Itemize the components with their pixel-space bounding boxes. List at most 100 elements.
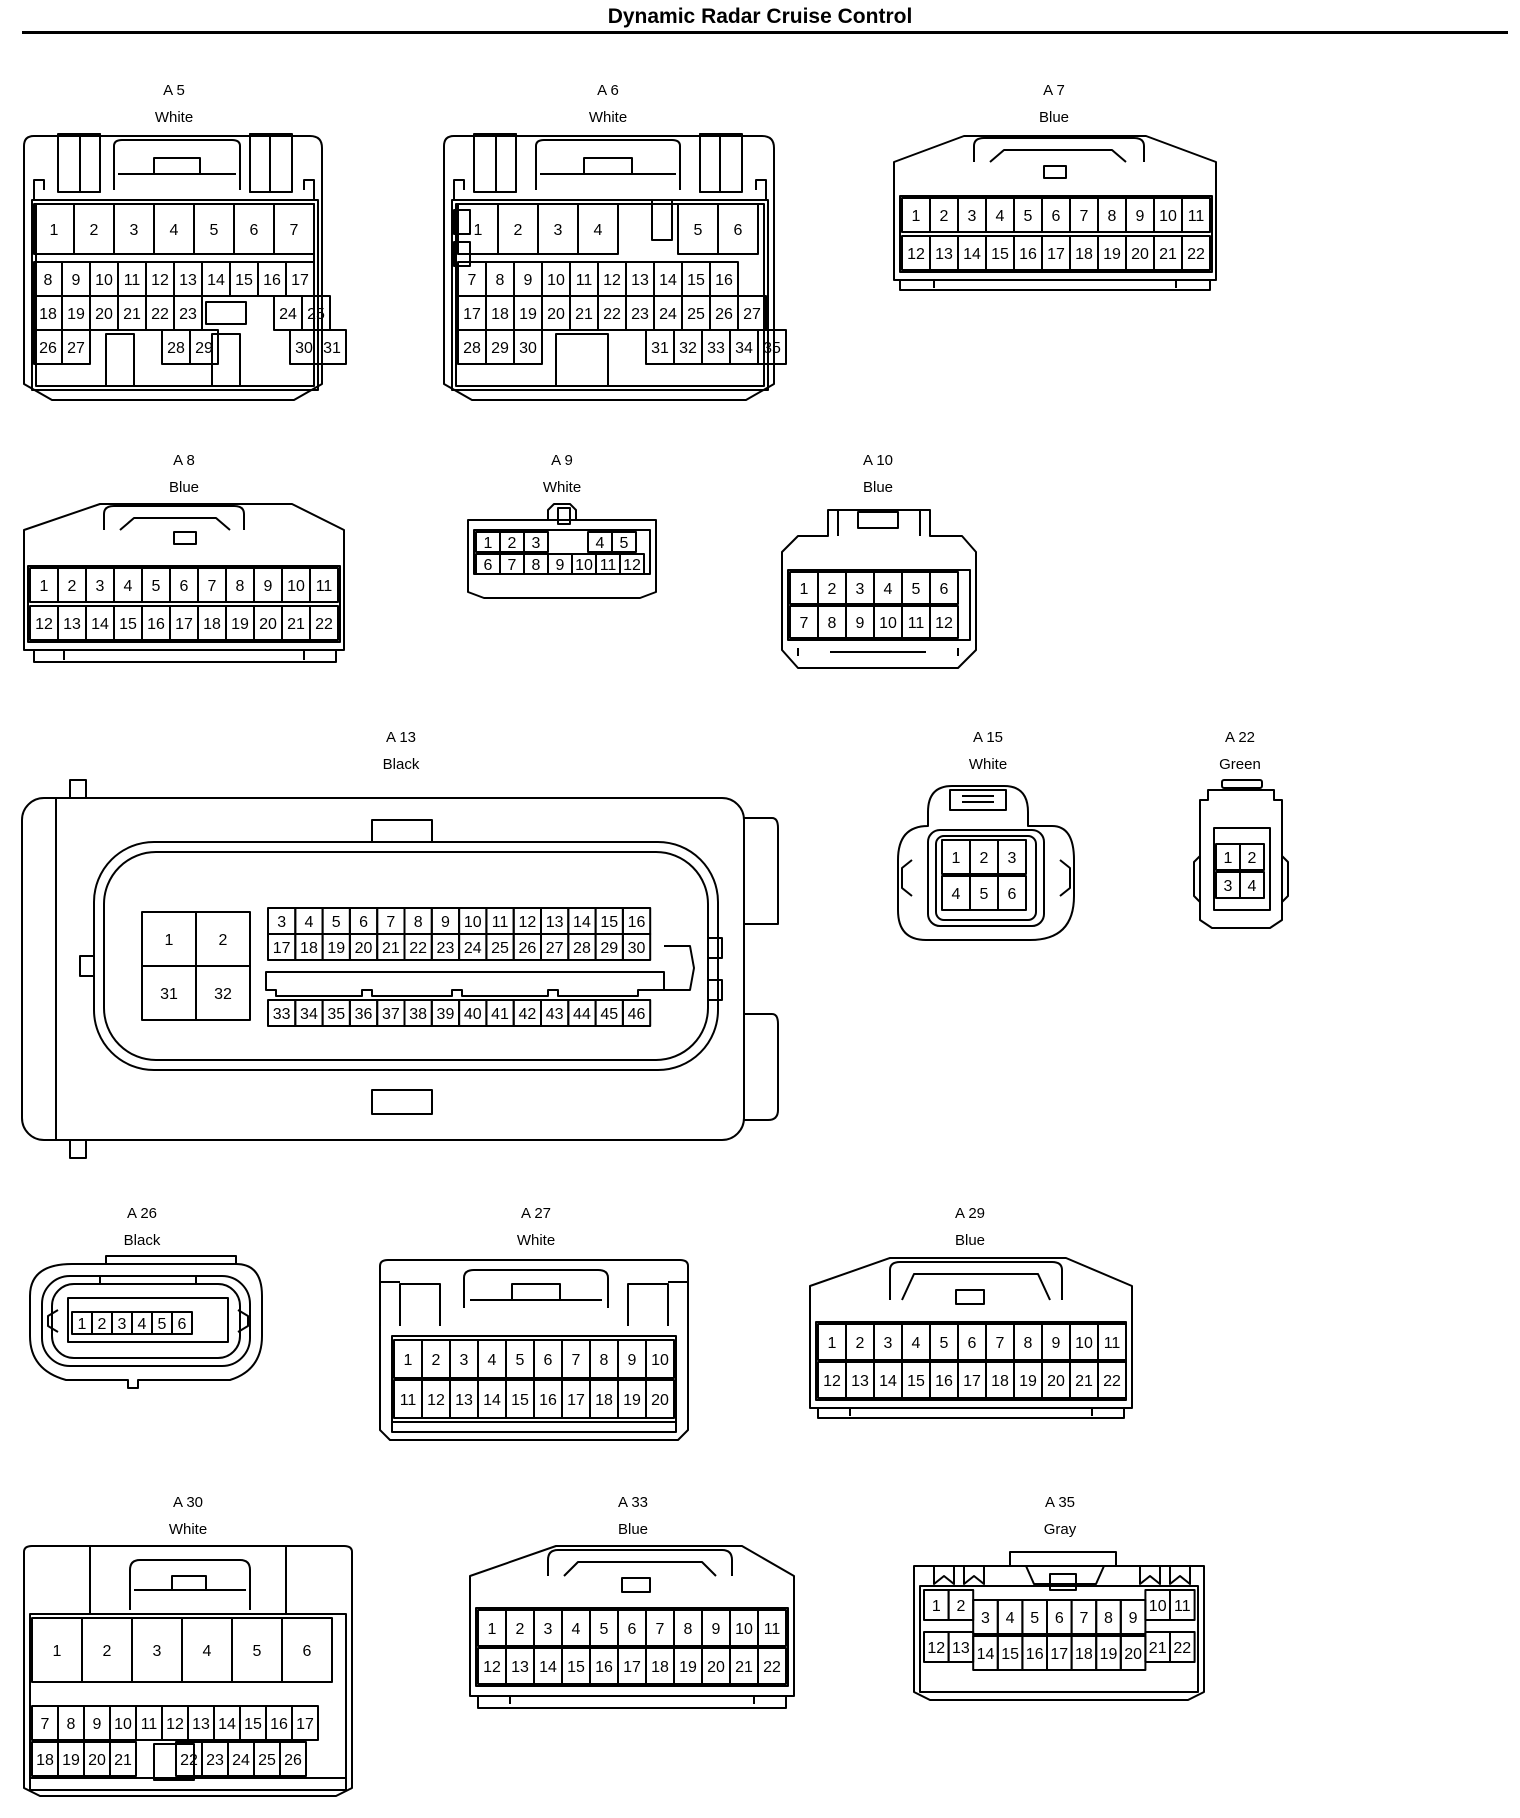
pin-number-a13: 43: [546, 1006, 564, 1023]
pin-number-a35: 4: [1006, 1610, 1015, 1627]
pin-number-a30: 12: [166, 1716, 184, 1733]
pin-number-a6: 34: [735, 340, 753, 357]
pin-number-a7: 21: [1159, 246, 1177, 263]
pin-number-a30: 18: [36, 1752, 54, 1769]
pin-number-a35: 2: [956, 1598, 965, 1615]
connector-a30-housing: [23, 1545, 353, 1797]
pin-number-a13: 11: [492, 914, 509, 931]
pin-number-a35: 16: [1026, 1646, 1044, 1663]
pin-number-a27: 12: [427, 1392, 445, 1409]
pin-number-a33: 17: [623, 1659, 641, 1676]
pin-number-a30: 24: [232, 1752, 250, 1769]
pin-number-a30: 19: [62, 1752, 80, 1769]
pin-number-a8: 15: [119, 616, 137, 633]
pin-cell: [757, 329, 787, 365]
pin-number-a13: 10: [464, 914, 482, 931]
pin-number-a8: 11: [316, 578, 333, 595]
pin-number-a9: 3: [532, 535, 541, 552]
pin-number-a8: 22: [315, 616, 333, 633]
pin-number-a35: 7: [1079, 1610, 1088, 1627]
pin-number-a35: 3: [981, 1610, 990, 1627]
pin-cell: [1181, 235, 1211, 271]
pin-number-a13: 9: [441, 914, 450, 931]
pin-number-a13: 37: [382, 1006, 400, 1023]
pin-cell: [929, 605, 959, 639]
pin-number-a6: 18: [491, 306, 509, 323]
pin-number-a33: 2: [516, 1621, 525, 1638]
pin-number-a30: 3: [153, 1643, 162, 1660]
pin-number-a7: 4: [996, 208, 1005, 225]
pin-number-a33: 16: [595, 1659, 613, 1676]
pin-number-a6: 19: [519, 306, 537, 323]
pin-number-a22: 4: [1248, 878, 1257, 895]
pin-number-a8: 3: [96, 578, 105, 595]
pin-number-a9: 11: [600, 557, 617, 574]
pin-number-a6: 29: [491, 340, 509, 357]
pin-number-a5: 14: [207, 272, 225, 289]
pin-number-a35: 5: [1030, 1610, 1039, 1627]
pin-number-a5: 21: [123, 306, 141, 323]
pin-number-a7: 13: [935, 246, 953, 263]
pin-number-a30: 23: [206, 1752, 224, 1769]
pin-number-a27: 18: [595, 1392, 613, 1409]
pin-number-a30: 1: [53, 1643, 62, 1660]
pin-number-a27: 19: [623, 1392, 641, 1409]
pin-number-a29: 10: [1075, 1335, 1093, 1352]
pin-cell: [513, 329, 543, 365]
pin-number-a5: 6: [250, 222, 259, 239]
pin-number-a22: 3: [1224, 878, 1233, 895]
pin-cell: [317, 329, 347, 365]
pin-number-a6: 12: [603, 272, 621, 289]
pin-number-a10: 3: [856, 581, 865, 598]
pin-number-a6: 28: [463, 340, 481, 357]
pin-number-a6: 11: [576, 272, 593, 289]
pin-number-a7: 16: [1019, 246, 1037, 263]
pin-number-a9: 4: [596, 535, 605, 552]
pin-number-a35: 11: [1174, 1598, 1191, 1615]
pin-cell: [279, 1741, 307, 1777]
pin-number-a33: 13: [511, 1659, 529, 1676]
pin-number-a27: 14: [483, 1392, 501, 1409]
pin-number-a7: 3: [968, 208, 977, 225]
pin-cell: [1239, 843, 1265, 871]
pin-number-a15: 1: [952, 850, 961, 867]
pin-number-a6: 3: [554, 222, 563, 239]
pin-number-a5: 16: [263, 272, 281, 289]
pin-number-a15: 6: [1008, 886, 1017, 903]
pin-number-a5: 18: [39, 306, 57, 323]
pin-number-a6: 20: [547, 306, 565, 323]
pin-number-a33: 7: [656, 1621, 665, 1638]
pin-number-a8: 6: [180, 578, 189, 595]
pin-cell: [929, 571, 959, 605]
pin-number-a27: 16: [539, 1392, 557, 1409]
pin-number-a29: 17: [963, 1373, 981, 1390]
pin-number-a30: 8: [67, 1716, 76, 1733]
pin-number-a5: 1: [50, 222, 59, 239]
pin-number-a8: 5: [152, 578, 161, 595]
pin-number-a33: 4: [572, 1621, 581, 1638]
pin-number-a29: 16: [935, 1373, 953, 1390]
pin-number-a15: 5: [980, 886, 989, 903]
pin-cell: [273, 203, 315, 255]
pin-number-a30: 17: [296, 1716, 314, 1733]
pin-number-a13: 31: [160, 986, 178, 1003]
pin-number-a22: 1: [1224, 850, 1233, 867]
pin-number-a30: 16: [270, 1716, 288, 1733]
connector-a35-housing: [913, 1551, 1205, 1701]
pin-number-a8: 16: [147, 616, 165, 633]
pin-number-a33: 20: [707, 1659, 725, 1676]
pin-number-a30: 21: [114, 1752, 132, 1769]
pin-number-a29: 13: [851, 1373, 869, 1390]
pin-number-a13: 19: [327, 940, 345, 957]
pin-number-a13: 27: [546, 940, 564, 957]
pin-number-a26: 3: [118, 1316, 127, 1333]
pin-number-a5: 31: [323, 340, 341, 357]
pin-number-a8: 10: [287, 578, 305, 595]
pin-number-a8: 1: [40, 578, 49, 595]
pin-number-a6: 8: [496, 272, 505, 289]
